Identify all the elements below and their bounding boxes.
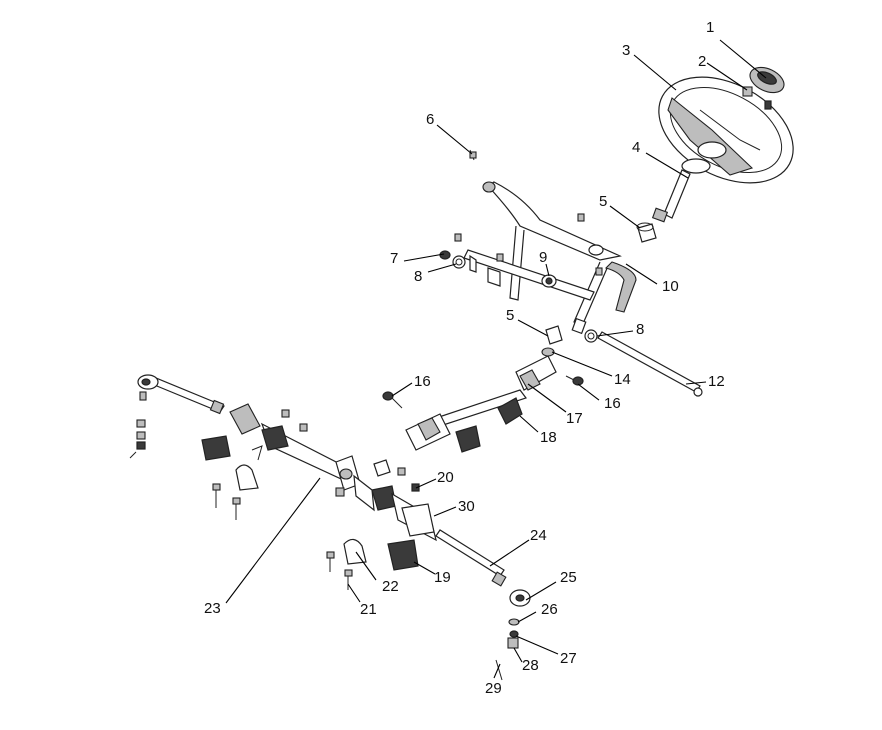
callout-26: 26 — [541, 601, 558, 618]
callout-22: 22 — [382, 578, 399, 595]
intermediate-shaft — [405, 347, 557, 451]
steering-column-frame — [463, 181, 637, 335]
callout-18: 18 — [540, 429, 557, 446]
callout-25: 25 — [560, 569, 577, 586]
callout-1: 1 — [706, 19, 714, 36]
callout-17: 17 — [566, 410, 583, 427]
boot-18 — [201, 397, 523, 461]
callout-23: 23 — [204, 600, 221, 617]
callout-4: 4 — [632, 139, 640, 156]
nuts-20 — [251, 409, 420, 492]
callout-14: 14 — [614, 371, 631, 388]
callout-29: 29 — [485, 680, 502, 697]
leader-lines — [225, 39, 767, 679]
callout-5-lower: 5 — [506, 307, 514, 324]
callout-9: 9 — [539, 249, 547, 266]
pivot-pin-9 — [541, 274, 557, 288]
tie-rod-hardware — [129, 419, 520, 681]
callout-2: 2 — [698, 53, 706, 70]
tilt-rod — [597, 331, 703, 397]
steering-wheel — [658, 76, 794, 184]
callout-12: 12 — [708, 373, 725, 390]
boot-19 — [387, 539, 419, 571]
steering-rack — [229, 403, 437, 542]
callout-27: 27 — [560, 650, 577, 667]
horn-cap — [749, 66, 785, 94]
callout-30: 30 — [458, 498, 475, 515]
callout-21: 21 — [360, 601, 377, 618]
callout-20: 20 — [437, 469, 454, 486]
callout-6: 6 — [426, 111, 434, 128]
callout-16-left: 16 — [414, 373, 431, 390]
callout-8-right: 8 — [636, 321, 644, 338]
callout-5-upper: 5 — [599, 193, 607, 210]
tie-rod-left — [137, 374, 225, 415]
callout-24: 24 — [530, 527, 547, 544]
bushing-upper — [636, 222, 657, 243]
callout-10: 10 — [662, 278, 679, 295]
bolt-16-left — [382, 391, 403, 409]
tie-rod-right — [435, 529, 531, 607]
bushing-lower — [545, 325, 563, 345]
callout-16-right: 16 — [604, 395, 621, 412]
callout-19: 19 — [434, 569, 451, 586]
bolt-16-right — [565, 375, 584, 386]
callout-28: 28 — [522, 657, 539, 674]
callout-8-left: 8 — [414, 268, 422, 285]
callout-3: 3 — [622, 42, 630, 59]
callout-7: 7 — [390, 250, 398, 267]
bushing-8-right — [584, 329, 598, 343]
bolts-21 — [212, 483, 353, 590]
small-bolts — [454, 213, 603, 276]
bushing-8-left — [452, 255, 466, 269]
callout-labels: 1 2 3 4 5 6 7 8 9 10 5 8 12 14 16 16 17 … — [204, 19, 725, 697]
wheel-nut — [742, 86, 772, 110]
nut-7 — [439, 250, 451, 260]
bolt-6 — [469, 149, 477, 161]
steering-shaft — [651, 158, 711, 223]
